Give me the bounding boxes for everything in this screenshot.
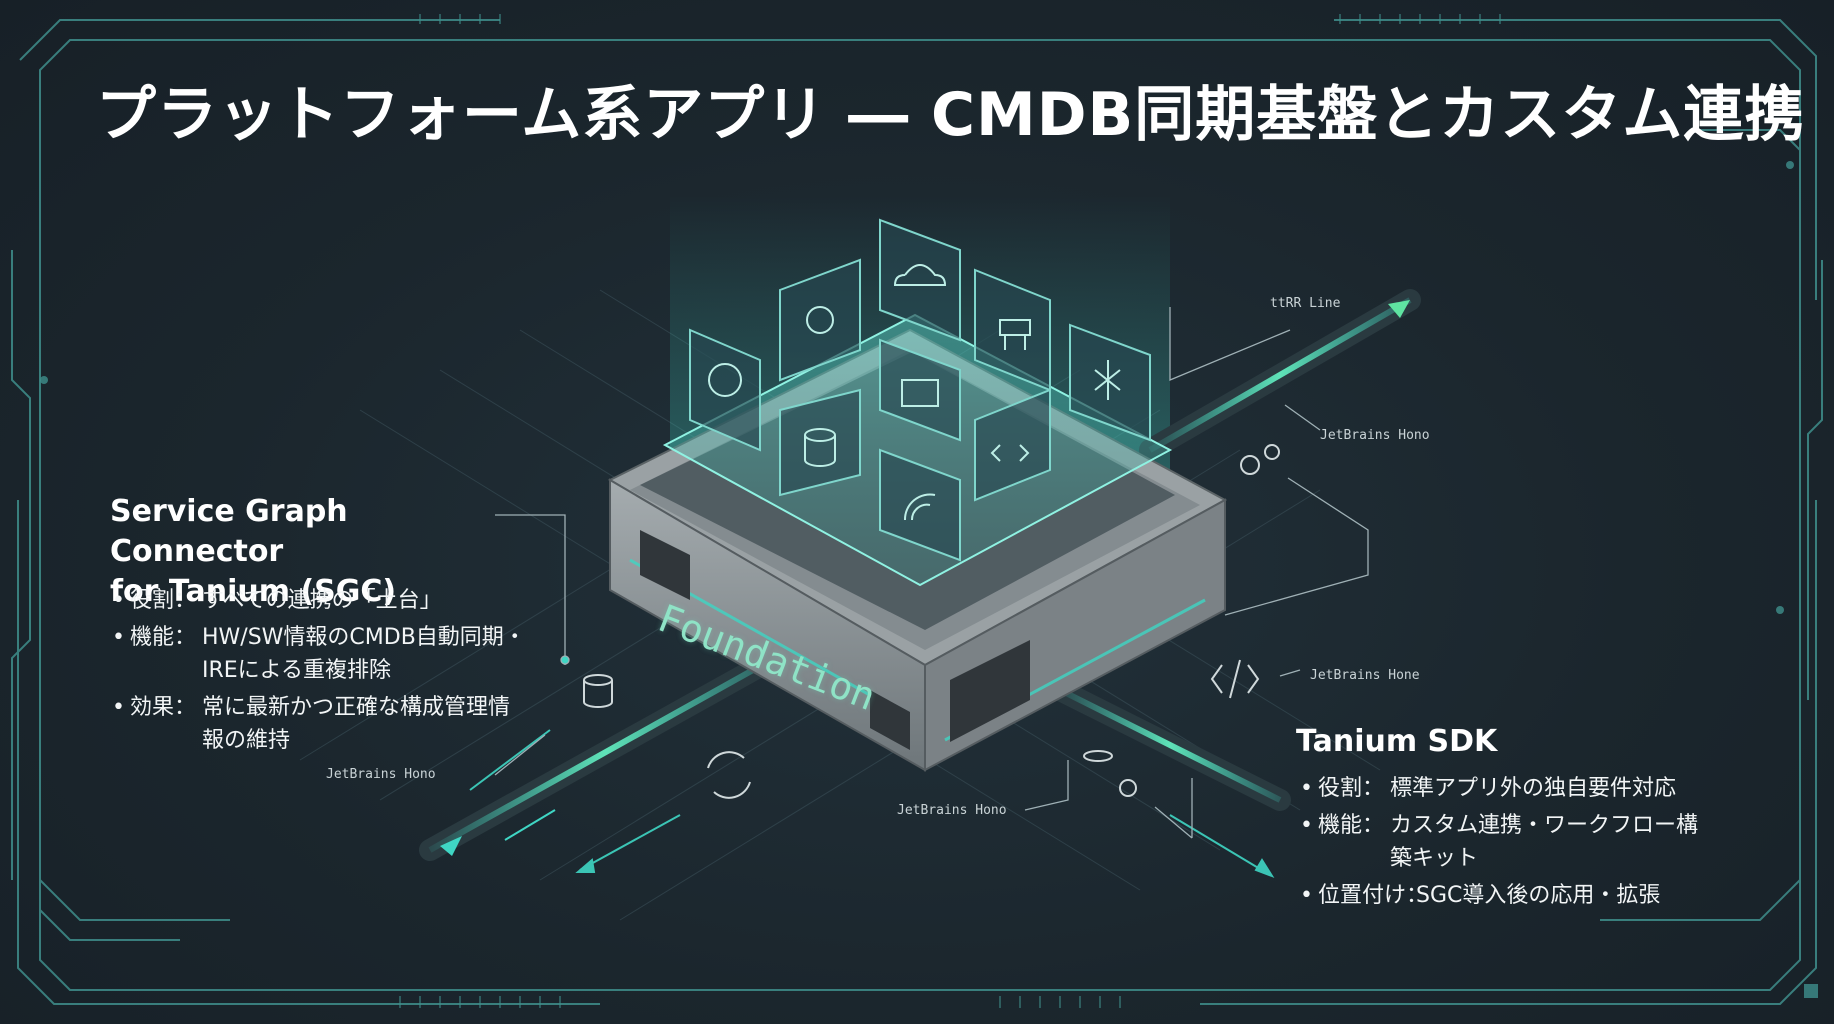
bullet-text: 報の維持 xyxy=(202,728,291,753)
circuit-frame xyxy=(11,19,1823,1005)
pipe-right-upper xyxy=(1139,289,1421,461)
cloud-icon xyxy=(893,264,947,286)
bullet-text: SGC導入後の応用・拡張 xyxy=(1416,883,1661,908)
bullet-label: 効果： xyxy=(130,695,197,720)
bullet-text: 標準アプリ外の独自要件対応 xyxy=(1390,776,1677,801)
bullet-label: 機能： xyxy=(1318,813,1385,838)
sdk-bullet-list: •役割： 標準アプリ外の独自要件対応 •機能： カスタム連携・ワークフロー構 築… xyxy=(1298,772,1738,916)
bullet-text: すべての連携の「土台」 xyxy=(202,588,442,613)
sgc-bullet-effect: •効果： 常に最新かつ正確な構成管理情 報の維持 xyxy=(110,691,580,757)
icon-tiles xyxy=(689,218,1151,562)
sgc-bullet-list: •役割： すべての連携の「土台」 •機能： HW/SW情報のCMDB自動同期・ … xyxy=(110,584,580,761)
gear-icon xyxy=(806,306,834,334)
wifi-icon xyxy=(903,493,936,521)
gear-icon xyxy=(1240,455,1260,475)
annotation-label: JetBrains Hono xyxy=(897,803,1007,818)
bullet-label: 機能： xyxy=(130,625,197,650)
annotation-label: ttRR Line xyxy=(1270,296,1341,311)
database-icon xyxy=(1083,750,1113,762)
sdk-heading: Tanium SDK xyxy=(1296,724,1498,759)
annotation-label: JetBrains Hono xyxy=(1320,428,1430,443)
slide-title: プラットフォーム系アプリ ― CMDB同期基盤とカスタム連携 xyxy=(96,80,1806,150)
sdk-bullet-function: •機能： カスタム連携・ワークフロー構 築キット xyxy=(1298,809,1738,875)
frame-ticks xyxy=(399,14,1501,1008)
bullet-label: 位置付け： xyxy=(1318,883,1429,908)
network-icon xyxy=(1094,360,1121,400)
bullet-text: カスタム連携・ワークフロー構 xyxy=(1390,813,1699,838)
annotation-label: JetBrains Hono xyxy=(326,767,436,782)
database-icon xyxy=(583,674,613,686)
sdk-bullet-position: •位置付け： SGC導入後の応用・拡張 xyxy=(1298,879,1738,912)
sgc-bullet-function: •機能： HW/SW情報のCMDB自動同期・ IREによる重複排除 xyxy=(110,621,580,687)
code-icon xyxy=(990,444,1030,462)
pipe-left xyxy=(419,644,791,861)
bullet-label: 役割： xyxy=(130,588,197,613)
sgc-heading: Service Graph Connector for Tanium (SGC) xyxy=(110,492,530,612)
monitor-icon xyxy=(901,379,939,407)
sdk-bullet-role: •役割： 標準アプリ外の独自要件対応 xyxy=(1298,772,1738,805)
code-icon xyxy=(1210,659,1260,699)
sgc-bullet-role: •役割： すべての連携の「土台」 xyxy=(110,584,580,617)
bullet-text: IREによる重複排除 xyxy=(202,658,392,683)
hierarchy-icon xyxy=(999,319,1031,350)
bullet-label: 役割： xyxy=(1318,776,1385,801)
bullet-text: 常に最新かつ正確な構成管理情 xyxy=(202,695,511,720)
bullet-text: 築キット xyxy=(1390,846,1479,871)
sync-icon xyxy=(707,751,751,799)
gear-icon xyxy=(708,363,742,397)
bullet-text: HW/SW情報のCMDB自動同期・ xyxy=(202,625,526,650)
sgc-heading-line1: Service Graph Connector xyxy=(110,494,348,569)
sgc-heading-line2: for Tanium (SGC) xyxy=(110,574,397,609)
gear-icon xyxy=(1119,779,1137,797)
pipe-right-lower xyxy=(1049,679,1291,811)
sgc-callout-line xyxy=(495,514,566,665)
tile-glyphs xyxy=(708,264,1121,521)
annotation-label: JetBrains Hone xyxy=(1310,668,1420,683)
